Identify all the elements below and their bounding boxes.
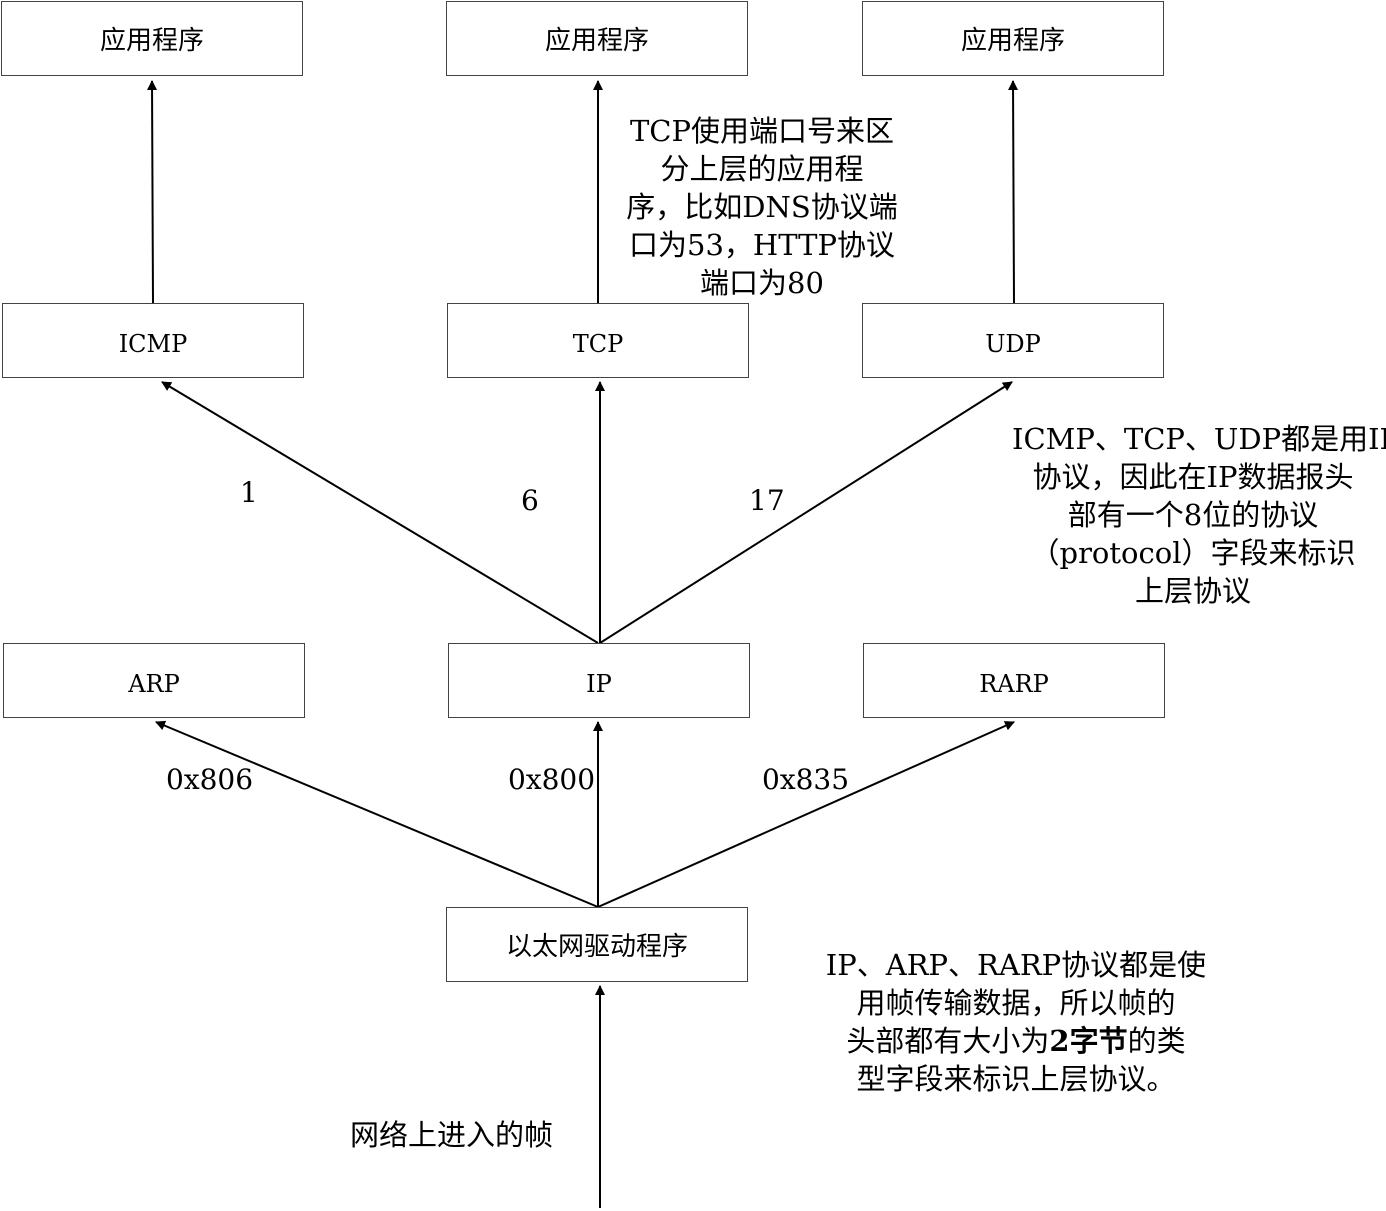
- arrow-icmp-to-app: [147, 80, 158, 304]
- app-box-left: 应用程序: [1, 1, 303, 76]
- arp-frame-type: 0x806: [166, 763, 254, 796]
- ip-box: IP: [448, 643, 750, 718]
- ip-protocol-note-line: 协议，因此在IP数据报头: [1032, 460, 1354, 494]
- ip-protocol-note-line: （protocol）字段来标识: [1030, 536, 1356, 570]
- arrow-driver-to-arp: [155, 720, 599, 908]
- tcp-port-note-line: 端口为80: [700, 266, 824, 300]
- app-box-right: 应用程序: [862, 1, 1164, 76]
- arp-box: ARP: [3, 643, 305, 718]
- ip-protocol-note-line: 上层协议: [1134, 574, 1251, 608]
- frame-type-note: IP、ARP、RARP协议都是使 用帧传输数据，所以帧的 头部都有大小为2字节的…: [822, 946, 1210, 1098]
- arrow-driver-to-rarp: [597, 721, 1015, 908]
- frame-type-note-line: 头部都有大小为2字节的类: [822, 1022, 1210, 1060]
- tcp-port-note-line: 序，比如DNS协议端: [626, 190, 898, 224]
- tcp-port-note-line: 分上层的应用程: [660, 152, 864, 186]
- app-box-middle: 应用程序: [446, 1, 748, 76]
- tcp-protocol-number: 6: [521, 484, 539, 517]
- arrow-ip-to-icmp: [161, 381, 599, 644]
- incoming-frame-label: 网络上进入的帧: [350, 1118, 554, 1152]
- udp-box: UDP: [862, 303, 1164, 378]
- arrow-ip-to-udp: [599, 381, 1013, 644]
- tcp-port-note: TCP使用端口号来区 分上层的应用程 序，比如DNS协议端 口为53，HTTP协…: [612, 112, 912, 302]
- frame-type-note-line: 用帧传输数据，所以帧的: [856, 986, 1176, 1020]
- rarp-box: RARP: [863, 643, 1165, 718]
- tcp-box: TCP: [447, 303, 749, 378]
- ip-protocol-note-line: 部有一个8位的协议: [1067, 498, 1319, 532]
- icmp-box: ICMP: [2, 303, 304, 378]
- ip-protocol-field-note: ICMP、TCP、UDP都是用IP 协议，因此在IP数据报头 部有一个8位的协议…: [1012, 420, 1386, 610]
- icmp-protocol-number: 1: [240, 476, 258, 509]
- ip-frame-type: 0x800: [508, 763, 596, 796]
- frame-type-note-text: 头部都有大小为: [846, 1024, 1050, 1058]
- frame-type-note-text: 的类: [1127, 1024, 1186, 1058]
- frame-type-note-line: 型字段来标识上层协议。: [856, 1062, 1176, 1096]
- frame-type-size-highlight: 2字节: [1049, 1024, 1128, 1058]
- udp-protocol-number: 17: [749, 484, 785, 517]
- ip-protocol-note-line: ICMP、TCP、UDP都是用IP: [1012, 422, 1386, 456]
- frame-type-note-line: IP、ARP、RARP协议都是使: [825, 948, 1207, 982]
- tcp-port-note-line: 口为53，HTTP协议: [629, 228, 895, 262]
- rarp-frame-type: 0x835: [762, 763, 850, 796]
- tcp-port-note-line: TCP使用端口号来区: [629, 114, 895, 148]
- arrow-udp-to-app: [1008, 80, 1019, 304]
- ethernet-driver-box: 以太网驱动程序: [446, 907, 748, 982]
